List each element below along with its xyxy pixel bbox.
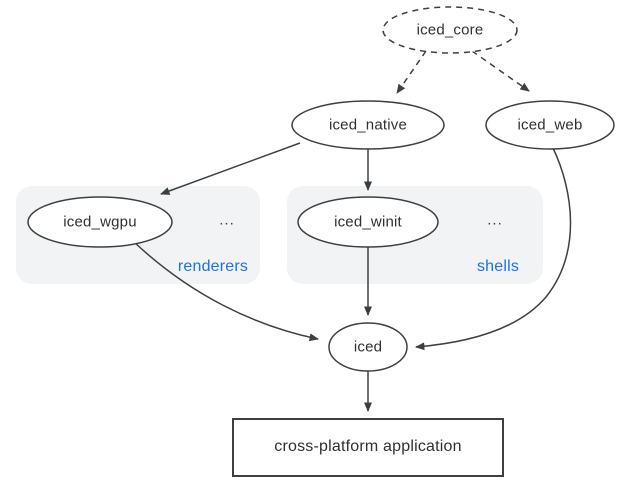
node-iced-web-shape [485,100,615,150]
edge-iced_core-iced_web [471,50,530,92]
edge-iced_native-iced_wgpu [160,142,301,195]
edge-iced_web-iced [415,147,572,351]
node-iced-core-shape [382,6,518,54]
node-iced-wgpu-label: iced_wgpu [63,213,137,231]
edge-iced_core-iced_native [396,50,427,94]
node-iced-winit-label: iced_winit [334,213,402,231]
group-renderers-label: renderers [177,258,249,275]
group-renderers-ellipsis: ... [219,211,235,229]
group-shells-ellipsis: ... [487,211,503,229]
node-iced-native-label: iced_native [328,116,408,134]
edge-iced_wgpu-iced [132,240,319,342]
node-iced-shape [328,322,408,372]
node-iced-winit-shape [297,196,439,248]
node-iced-wgpu-shape [27,196,173,248]
group-shells-label: shells [476,258,520,275]
node-application-shape [232,418,504,477]
node-iced-core-label: iced_core [416,21,484,39]
node-iced-label: iced [353,338,383,356]
node-iced-web-label: iced_web [517,116,583,134]
node-application-label: cross-platform application [274,438,462,455]
node-iced-native-shape [291,100,445,150]
